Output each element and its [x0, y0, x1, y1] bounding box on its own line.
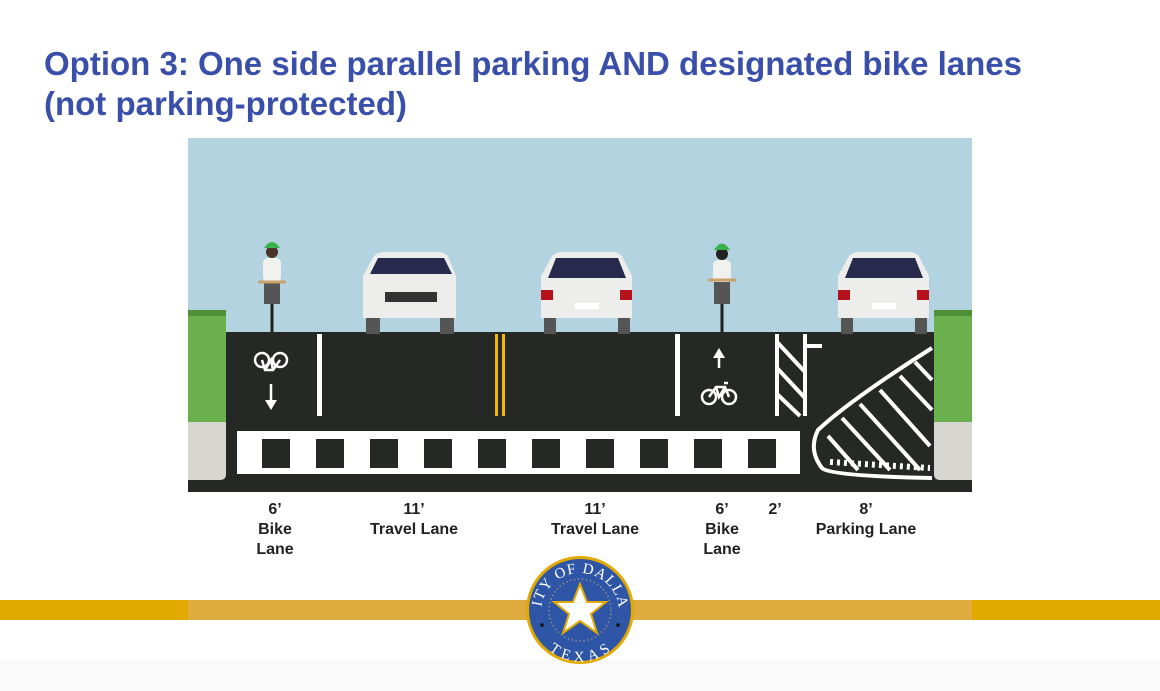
bike-symbol-icon: [253, 351, 289, 372]
slide-title: Option 3: One side parallel parking AND …: [44, 44, 1022, 124]
center-yellow-line: [495, 334, 498, 416]
lane-width: 11’: [403, 501, 425, 518]
cyclist-right: [708, 243, 736, 332]
lane-name: Travel Lane: [550, 521, 640, 538]
seal-top-text: CITY OF DALLAS: [0, 0, 631, 610]
lane-name: Parking Lane: [815, 521, 917, 538]
lane-label-travel-1: 11’ Travel Lane: [370, 500, 458, 540]
star-icon: [551, 581, 609, 636]
lane-label-parking: 8’ Parking Lane: [816, 500, 916, 540]
lane-name: Lane: [256, 541, 294, 558]
title-line-2: (not parking-protected): [44, 85, 407, 122]
buffer-hatch: [775, 334, 822, 418]
lane-label-travel-2: 11’ Travel Lane: [551, 500, 639, 540]
lane-name: Travel Lane: [369, 521, 459, 538]
lane-name: Bike: [258, 521, 292, 538]
right-sidewalk: [934, 310, 972, 480]
lane-name: Bike: [705, 521, 739, 538]
title-line-1: Option 3: One side parallel parking AND …: [44, 45, 1023, 82]
bike-lane-line-right: [675, 334, 680, 416]
lane-width: 11’: [584, 501, 606, 518]
lane-label-buffer: 2’: [768, 500, 781, 520]
bike-lane-line-left: [317, 334, 322, 416]
car-rear-view: [541, 252, 632, 334]
left-sidewalk: [188, 310, 226, 480]
cyclist-left: [258, 242, 286, 332]
parked-car-rear-view: [838, 252, 929, 334]
lane-width: 6’: [268, 501, 282, 518]
lane-name: Lane: [703, 541, 741, 558]
lane-width: 8’: [859, 501, 873, 518]
center-yellow-line: [502, 334, 505, 416]
seal-top-textpath: CITY OF DALLAS: [0, 0, 630, 610]
parking-hatch: [811, 346, 934, 480]
bike-symbol-icon: [700, 381, 738, 406]
car-front-view: [363, 252, 456, 334]
down-arrow-icon: [265, 384, 277, 410]
up-arrow-icon: [713, 348, 725, 368]
footer-band: [0, 660, 1160, 691]
crosswalk: [237, 431, 800, 474]
lane-width: 2’: [768, 501, 782, 518]
lane-width: 6’: [715, 501, 729, 518]
